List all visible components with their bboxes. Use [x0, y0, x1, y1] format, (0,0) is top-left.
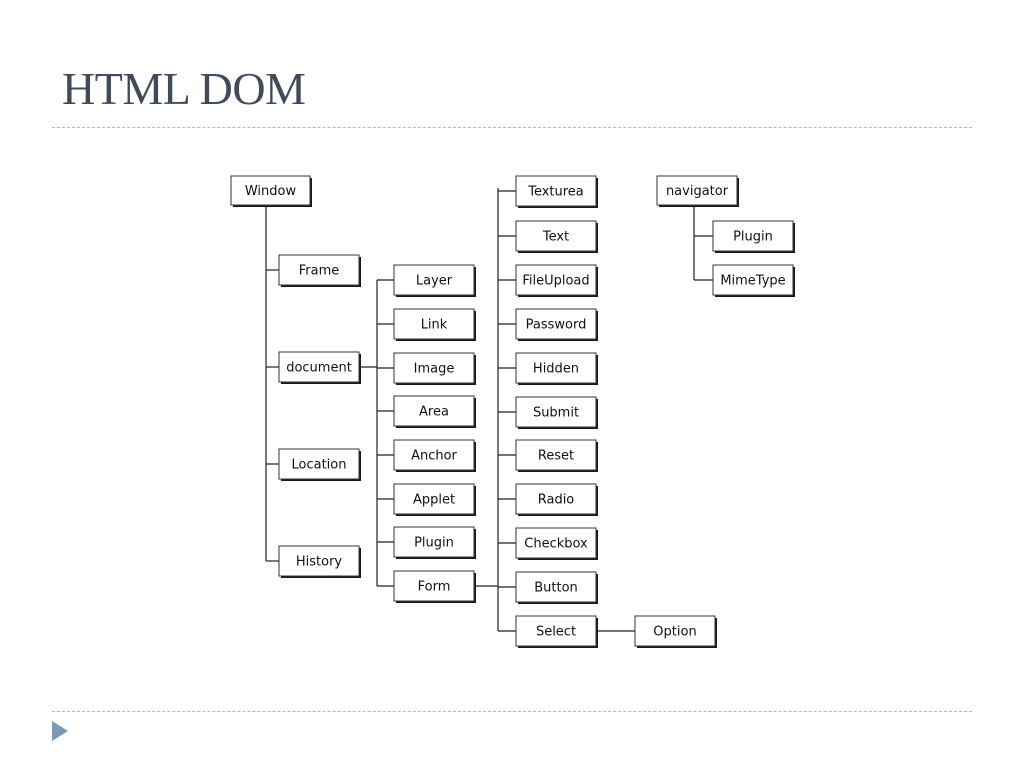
node-box	[278, 448, 360, 480]
node-location: Location	[278, 448, 361, 481]
node-box	[515, 308, 597, 340]
node-label: Image	[414, 362, 455, 377]
node-label: Option	[653, 625, 696, 640]
node-box	[634, 615, 716, 647]
bullet-triangle-icon	[52, 721, 68, 741]
node-label: Texturea	[527, 185, 584, 200]
node-label: Reset	[538, 449, 574, 464]
node-window: Window	[230, 175, 312, 207]
node-label: Plugin	[414, 536, 454, 551]
node-label: MimeType	[720, 274, 785, 289]
node-history: History	[278, 545, 361, 578]
node-button: Button	[515, 571, 598, 604]
node-reset: Reset	[515, 439, 598, 472]
node-label: Text	[542, 230, 569, 245]
node-box	[278, 545, 360, 577]
node-layer: Layer	[393, 264, 476, 297]
node-label: Applet	[413, 493, 455, 508]
node-label: Link	[421, 318, 448, 333]
node-label: Radio	[538, 493, 575, 508]
node-hidden: Hidden	[515, 352, 598, 385]
node-box	[515, 439, 597, 471]
node-label: Frame	[299, 264, 340, 279]
node-label: Anchor	[411, 449, 457, 464]
node-navigator: navigator	[656, 175, 739, 207]
node-area: Area	[393, 395, 476, 428]
node-label: navigator	[666, 184, 729, 199]
node-frame: Frame	[278, 254, 361, 287]
node-box	[515, 264, 597, 296]
node-label: Form	[418, 580, 451, 595]
node-plugin-doc: Plugin	[393, 526, 476, 559]
node-box	[393, 526, 475, 558]
node-label: Checkbox	[524, 537, 588, 552]
node-box	[393, 439, 475, 471]
node-label: Layer	[416, 274, 453, 289]
node-text: Text	[515, 220, 598, 253]
node-box	[393, 395, 475, 427]
node-box	[515, 571, 597, 603]
node-select: Select	[515, 615, 598, 648]
node-password: Password	[515, 308, 598, 341]
node-document: document	[278, 351, 361, 384]
node-label: Submit	[533, 406, 579, 421]
node-form: Form	[393, 570, 476, 603]
node-box	[278, 351, 360, 383]
node-box	[712, 220, 794, 252]
node-label: document	[286, 361, 352, 376]
node-label: FileUpload	[522, 274, 589, 289]
node-box	[230, 175, 311, 206]
node-label: Area	[419, 405, 449, 420]
node-box	[515, 483, 597, 515]
node-image: Image	[393, 352, 476, 385]
node-checkbox: Checkbox	[515, 527, 598, 560]
node-box	[515, 175, 597, 207]
node-box	[393, 483, 475, 515]
node-label: Select	[536, 625, 576, 640]
node-option: Option	[634, 615, 717, 648]
node-plugin-nav: Plugin	[712, 220, 795, 253]
node-box	[515, 352, 597, 384]
node-box	[393, 264, 475, 296]
node-box	[393, 570, 475, 602]
node-label: History	[296, 555, 343, 570]
node-label: Password	[526, 318, 587, 333]
node-fileupload: FileUpload	[515, 264, 598, 297]
node-submit: Submit	[515, 396, 598, 429]
node-label: Plugin	[733, 230, 773, 245]
node-box	[515, 615, 597, 647]
node-link: Link	[393, 308, 476, 341]
node-anchor: Anchor	[393, 439, 476, 472]
node-box	[515, 396, 597, 428]
node-box	[515, 527, 597, 559]
node-label: Window	[245, 184, 297, 199]
node-box	[656, 175, 738, 206]
slide-title: HTML DOM	[62, 63, 306, 114]
node-box	[712, 264, 794, 296]
node-box	[393, 352, 475, 384]
node-mimetype: MimeType	[712, 264, 795, 297]
node-box	[515, 220, 597, 252]
node-label: Location	[292, 458, 347, 473]
node-label: Hidden	[533, 362, 579, 377]
node-label: Button	[534, 581, 578, 596]
node-textarea: Texturea	[515, 175, 598, 208]
node-applet: Applet	[393, 483, 476, 516]
node-box	[393, 308, 475, 340]
node-radio: Radio	[515, 483, 598, 516]
node-box	[278, 254, 360, 286]
bottom-divider	[52, 711, 972, 712]
top-divider	[52, 127, 972, 128]
